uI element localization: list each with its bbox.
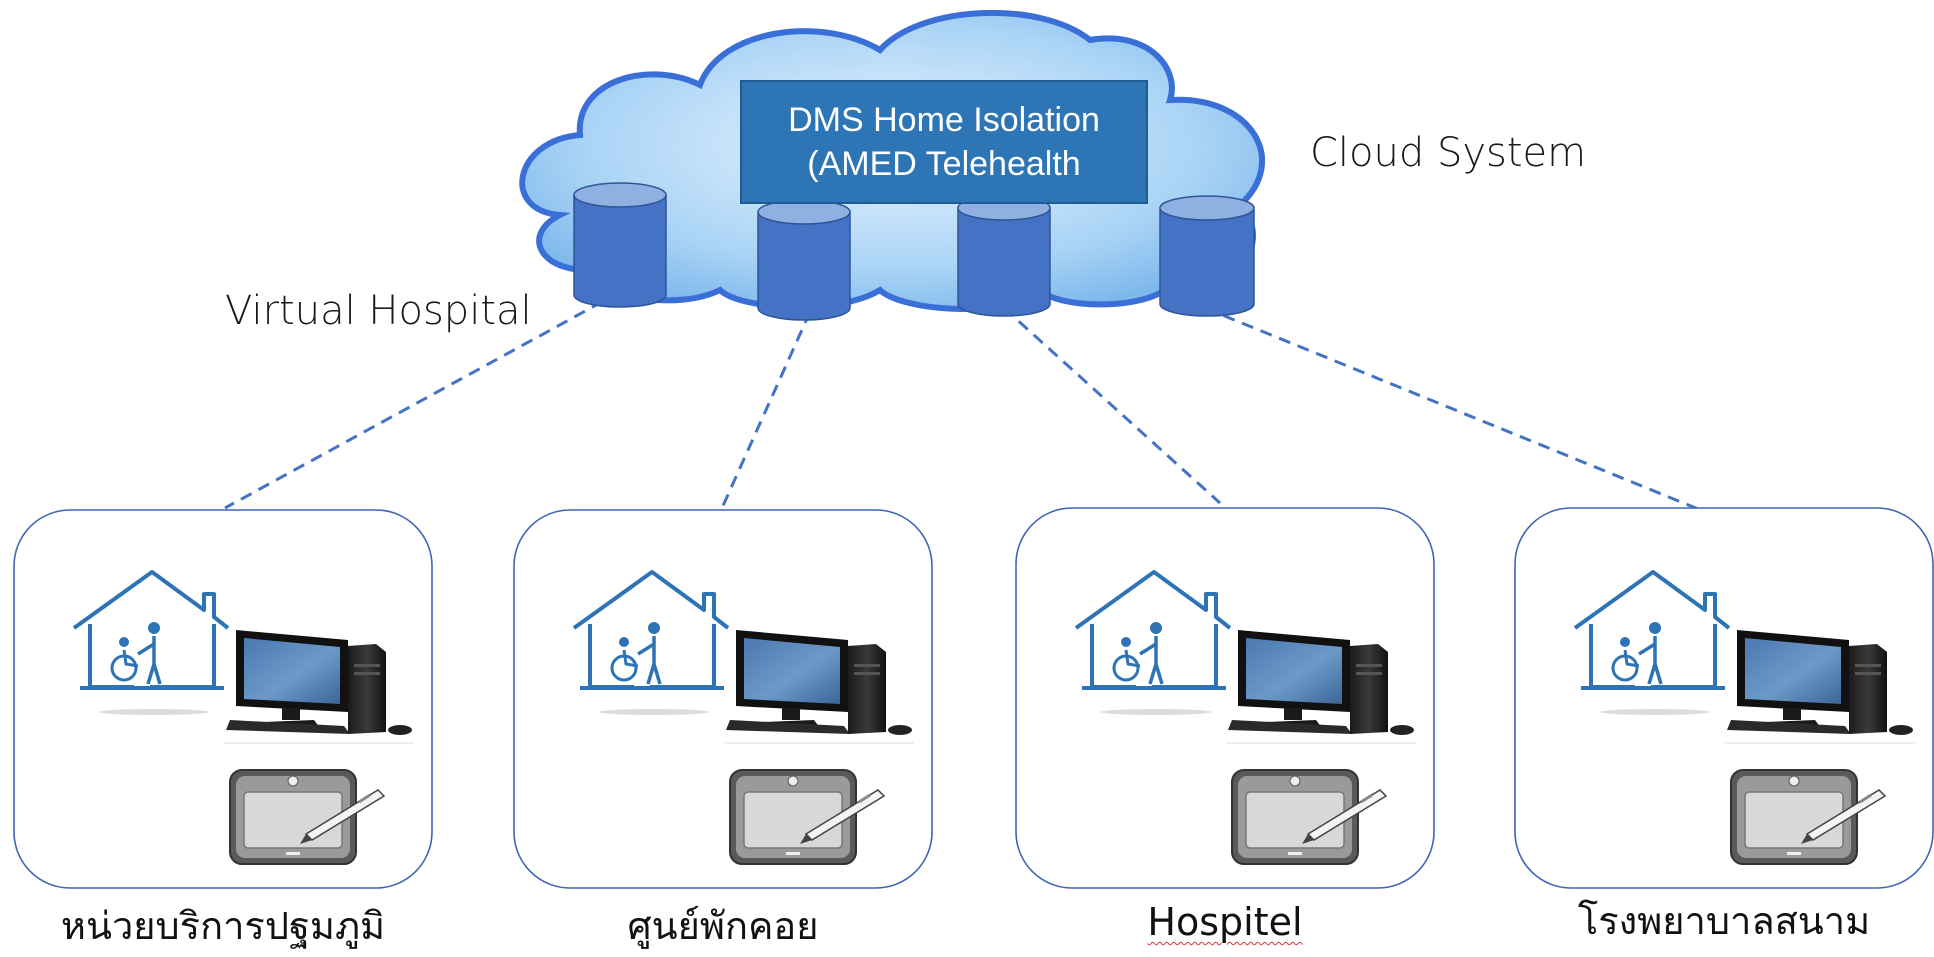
database-icon: [957, 195, 1051, 317]
database-group: [573, 182, 1255, 321]
database-icon: [573, 182, 667, 308]
site-icons: [72, 570, 1915, 865]
database-icon: [1159, 195, 1255, 317]
site-icon-set: [72, 570, 414, 865]
connection-line-2: [720, 311, 812, 509]
site-label-primary-care: หน่วยบริการปฐมภูมิ: [60, 904, 386, 948]
home-care-icon: [1074, 570, 1232, 715]
connection-line-4: [1204, 306, 1709, 515]
system-title-line-1: DMS Home Isolation: [788, 101, 1100, 139]
desktop-computer-icon: [1226, 630, 1416, 744]
connection-line-3: [1002, 306, 1222, 505]
site-label-field-hospital: โรงพยาบาลสนาม: [1577, 899, 1871, 943]
home-care-icon: [72, 570, 230, 715]
signature-tablet-icon: [229, 769, 386, 865]
connection-lines: [224, 290, 1709, 515]
system-title-box: DMS Home Isolation (AMED Telehealth: [740, 80, 1148, 204]
cloud-system-label: Cloud System: [1310, 130, 1587, 176]
signature-tablet-icon: [729, 769, 886, 865]
database-icon: [757, 199, 851, 321]
signature-tablet-icon: [1730, 769, 1887, 865]
site-icon-set: [1573, 570, 1915, 865]
desktop-computer-icon: [724, 630, 914, 744]
system-title-line-2: (AMED Telehealth: [807, 145, 1081, 183]
site-label-hospitel: Hospitel: [1147, 900, 1303, 944]
site-label-waiting-center: ศูนย์พักคอย: [627, 904, 819, 948]
home-care-icon: [572, 570, 730, 715]
site-icon-set: [572, 570, 914, 865]
desktop-computer-icon: [1725, 630, 1915, 744]
connection-line-1: [224, 290, 621, 510]
signature-tablet-icon: [1231, 769, 1388, 865]
site-icon-set: [1074, 570, 1416, 865]
desktop-computer-icon: [224, 630, 414, 744]
home-care-icon: [1573, 570, 1731, 715]
virtual-hospital-label: Virtual Hospital: [225, 288, 532, 334]
